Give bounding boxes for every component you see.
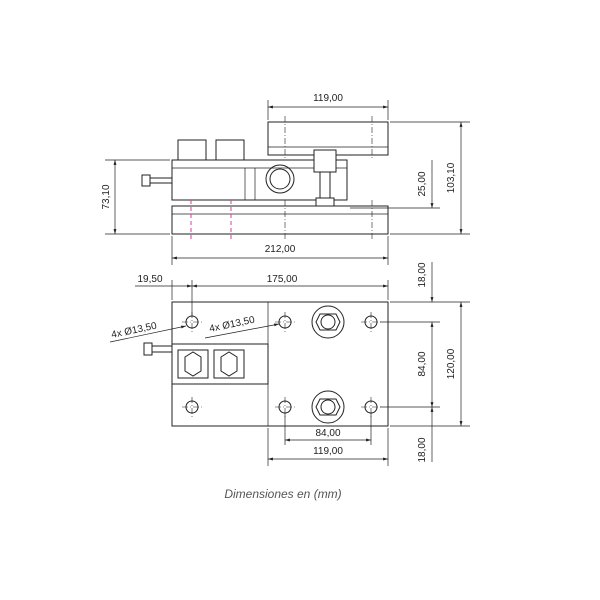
dim-inner-width: 84,00 xyxy=(315,428,340,439)
bolt-head-top xyxy=(311,305,345,339)
hex-nut-left xyxy=(184,351,202,377)
dim-inner-height: 84,00 xyxy=(417,351,428,376)
base-plate xyxy=(171,205,389,235)
dim-outer-width: 119,00 xyxy=(313,446,343,457)
connector-box-1 xyxy=(177,139,207,161)
dim-margin-bottom: 18,00 xyxy=(417,437,428,462)
bolt-head-bottom xyxy=(311,390,345,424)
dim-offset: 19,50 xyxy=(137,274,162,285)
load-cell-hole xyxy=(265,164,295,194)
hole-note-left: 4x Ø13,50 xyxy=(110,320,158,340)
dim-outer-height: 120,00 xyxy=(446,348,457,379)
hex-nut-right xyxy=(220,351,238,377)
side-view: 119,00 103,10 25,00 73,10 212,00 xyxy=(101,93,470,265)
top-view: 19,50 175,00 4x Ø13,50 4x Ø13,50 84,00 1… xyxy=(109,262,470,466)
connector-box-2 xyxy=(215,139,245,161)
dim-hole-spacing: 175,00 xyxy=(267,274,298,285)
dim-base-length: 212,00 xyxy=(265,244,296,255)
dim-height-to-plate: 73,10 xyxy=(101,184,112,209)
dim-total-height: 103,10 xyxy=(446,162,457,193)
dim-mid-height: 25,00 xyxy=(417,171,428,196)
dim-margin-top: 18,00 xyxy=(417,262,428,287)
caption: Dimensiones en (mm) xyxy=(224,487,341,501)
dim-top-plate-width: 119,00 xyxy=(313,93,343,104)
side-bolt xyxy=(313,149,337,173)
